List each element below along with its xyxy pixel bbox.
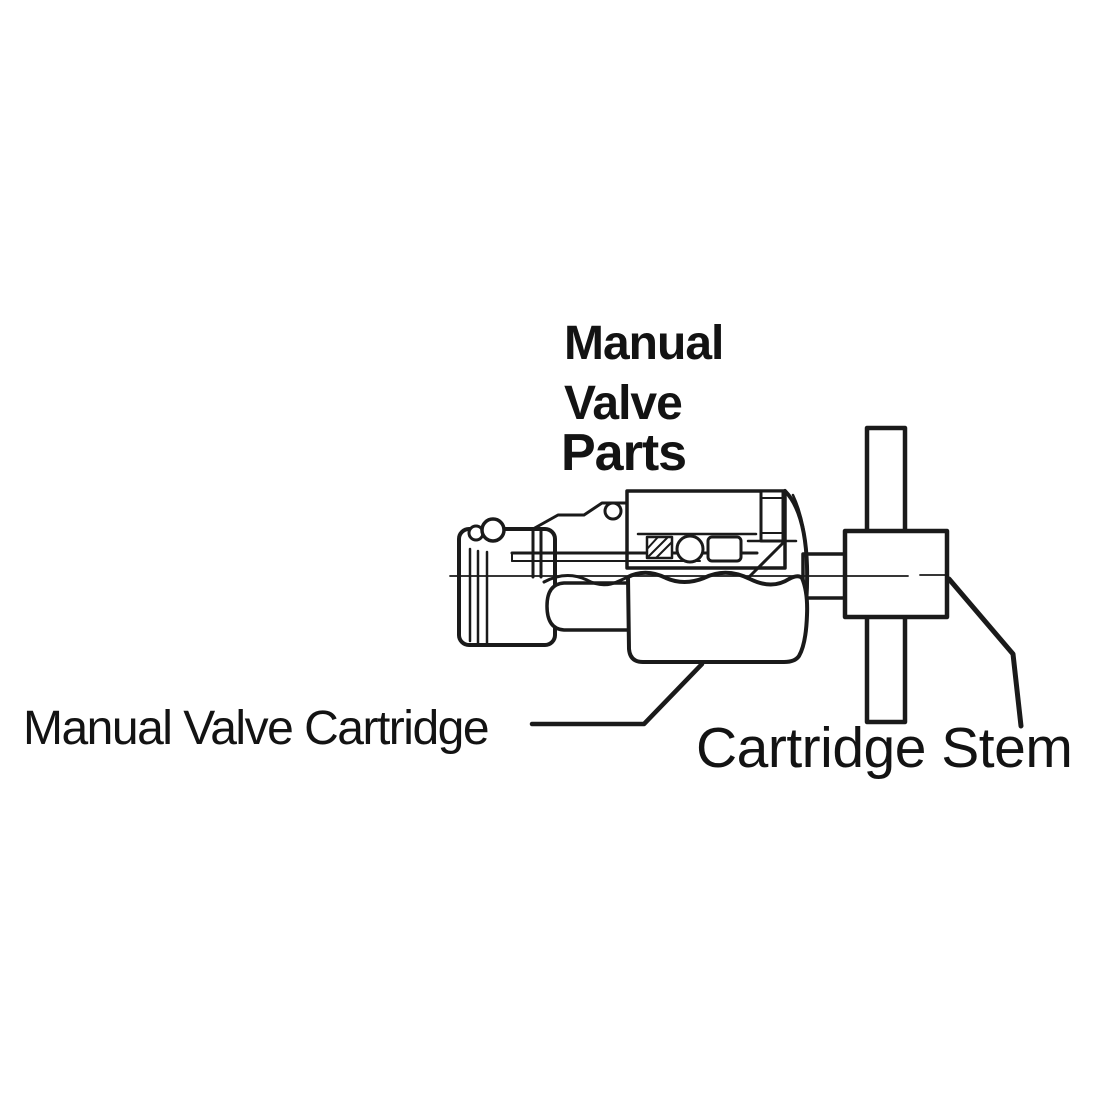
diagram-title-line-3: Parts bbox=[561, 424, 687, 482]
stem-block bbox=[842, 528, 950, 620]
detent-ball bbox=[675, 534, 705, 564]
body-upper-section bbox=[625, 489, 787, 570]
hatch-line bbox=[646, 536, 659, 550]
cartridge-stem-label: Cartridge Stem bbox=[696, 716, 1073, 780]
shoulder-pin bbox=[603, 501, 623, 521]
leader-line-stem bbox=[946, 576, 1024, 729]
diagram-title-line-1: Manual bbox=[564, 317, 724, 370]
nose-pin-large bbox=[480, 517, 506, 543]
detent-slider bbox=[706, 535, 743, 563]
port-diagonal bbox=[746, 541, 785, 580]
body-right-inner-line bbox=[791, 493, 808, 554]
hatch-line bbox=[655, 541, 673, 559]
diagram-title-line-2: Valve bbox=[564, 377, 683, 430]
leader-line-cartridge bbox=[529, 661, 705, 727]
hatch-line bbox=[648, 537, 668, 557]
body-collar bbox=[545, 581, 630, 632]
manual-valve-cartridge-label: Manual Valve Cartridge bbox=[23, 702, 490, 755]
body-lower-block bbox=[626, 570, 810, 664]
